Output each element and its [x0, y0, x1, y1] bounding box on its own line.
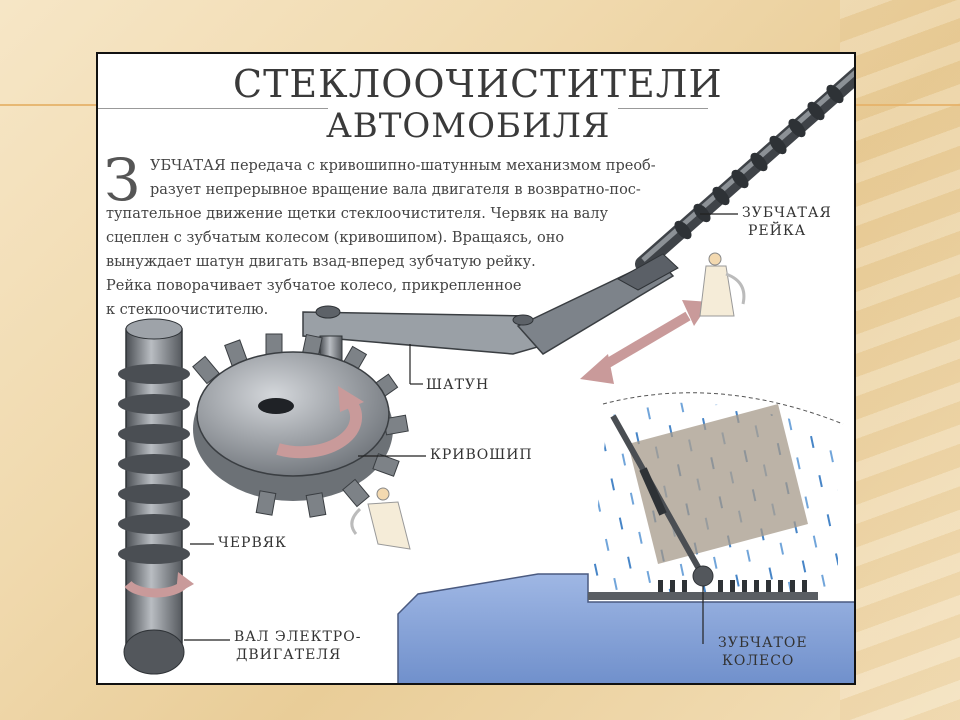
description-line: тупательное движение щетки стеклоочистит… — [106, 206, 608, 222]
crank-gear — [192, 333, 409, 518]
label-rack-line-2: РЕЙКА — [748, 223, 807, 239]
connecting-rod — [302, 253, 679, 355]
description-line: сцеплен с зубчатым колесом (кривошипом).… — [106, 230, 565, 246]
title-rule-right — [618, 108, 708, 109]
title-line-1: СТЕКЛООЧИСТИТЕЛИ — [233, 62, 723, 106]
label-motor-shaft-line-1: ВАЛ ЭЛЕКТРО- — [234, 629, 362, 645]
drop-cap: З — [104, 146, 141, 214]
label-motor-shaft-line-2: ДВИГАТЕЛЯ — [236, 647, 342, 663]
description-line: УБЧАТАЯ передача с кривошипно-шатунным м… — [150, 158, 656, 174]
slide-background-stripe — [840, 0, 960, 720]
label-rack-line-1: ЗУБЧАТАЯ — [742, 205, 832, 221]
label-connecting-rod: ШАТУН — [426, 377, 490, 393]
description-line: разует непрерывное вращение вала двигате… — [150, 182, 641, 198]
diagram-panel: СТЕКЛООЧИСТИТЕЛИ АВТОМОБИЛЯ З УБЧАТАЯ пе… — [96, 52, 856, 685]
label-crank: КРИВОШИП — [430, 447, 533, 463]
label-worm: ЧЕРВЯК — [218, 535, 287, 551]
leader-lines — [184, 213, 738, 644]
angel-figure-top — [699, 252, 746, 317]
rack-teeth — [674, 84, 844, 240]
description-line: к стеклоочистителю. — [106, 302, 269, 318]
label-gear-wheel-line-1: ЗУБЧАТОЕ — [718, 635, 808, 651]
worm-shaft — [118, 318, 194, 675]
car-body — [397, 573, 854, 683]
title-rule-left — [98, 108, 328, 109]
angel-figure-middle — [350, 487, 411, 550]
wiper-mechanism-illustration — [118, 67, 854, 683]
description-line: вынуждает шатун двигать взад-вперед зубч… — [106, 254, 536, 270]
wiper-arm — [610, 414, 714, 587]
title-line-2: АВТОМОБИЛЯ — [326, 106, 611, 146]
label-gear-wheel-line-2: КОЛЕСО — [722, 653, 795, 669]
description-line: Рейка поворачивает зубчатое колесо, прик… — [106, 278, 522, 294]
windscreen — [588, 392, 844, 594]
